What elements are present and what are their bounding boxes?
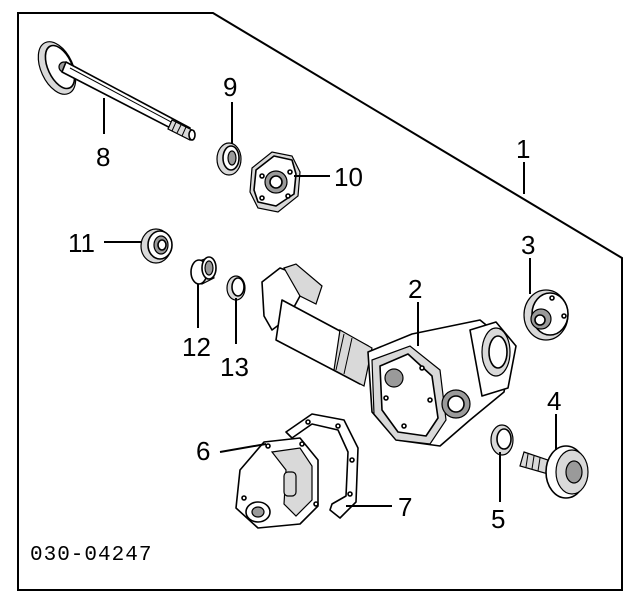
part-label-13: 13 <box>220 352 249 382</box>
rear-cover-part[interactable] <box>235 437 319 529</box>
oil-seal-part[interactable] <box>490 424 514 456</box>
part-label-4: 4 <box>547 386 561 416</box>
part-label-11: 11 <box>68 228 95 258</box>
part-label-7: 7 <box>398 492 412 522</box>
part-label-8: 8 <box>96 142 110 172</box>
assembly-boundary <box>17 12 623 591</box>
axle-shaft-part[interactable] <box>31 36 196 141</box>
seal-ring-part[interactable] <box>216 142 242 176</box>
part-label-12: 12 <box>182 332 211 362</box>
part-label-9: 9 <box>223 72 237 102</box>
part-label-1: 1 <box>516 134 530 164</box>
pinion-shaft-part[interactable] <box>519 445 589 499</box>
differential-carrier-part[interactable] <box>261 263 517 447</box>
part-label-3: 3 <box>521 230 535 260</box>
collar-part[interactable] <box>190 256 217 285</box>
bearing-retainer-part[interactable] <box>249 151 301 213</box>
gasket-part[interactable] <box>285 413 359 519</box>
bearing-part[interactable] <box>140 228 173 264</box>
part-label-10: 10 <box>334 162 363 192</box>
diagram-code: 030-04247 <box>30 544 152 567</box>
shim-ring-part[interactable] <box>226 275 246 301</box>
part-label-5: 5 <box>491 504 505 534</box>
part-label-6: 6 <box>196 436 210 466</box>
leader-lines <box>103 98 557 507</box>
companion-flange-part[interactable] <box>523 289 569 341</box>
part-label-2: 2 <box>408 274 422 304</box>
